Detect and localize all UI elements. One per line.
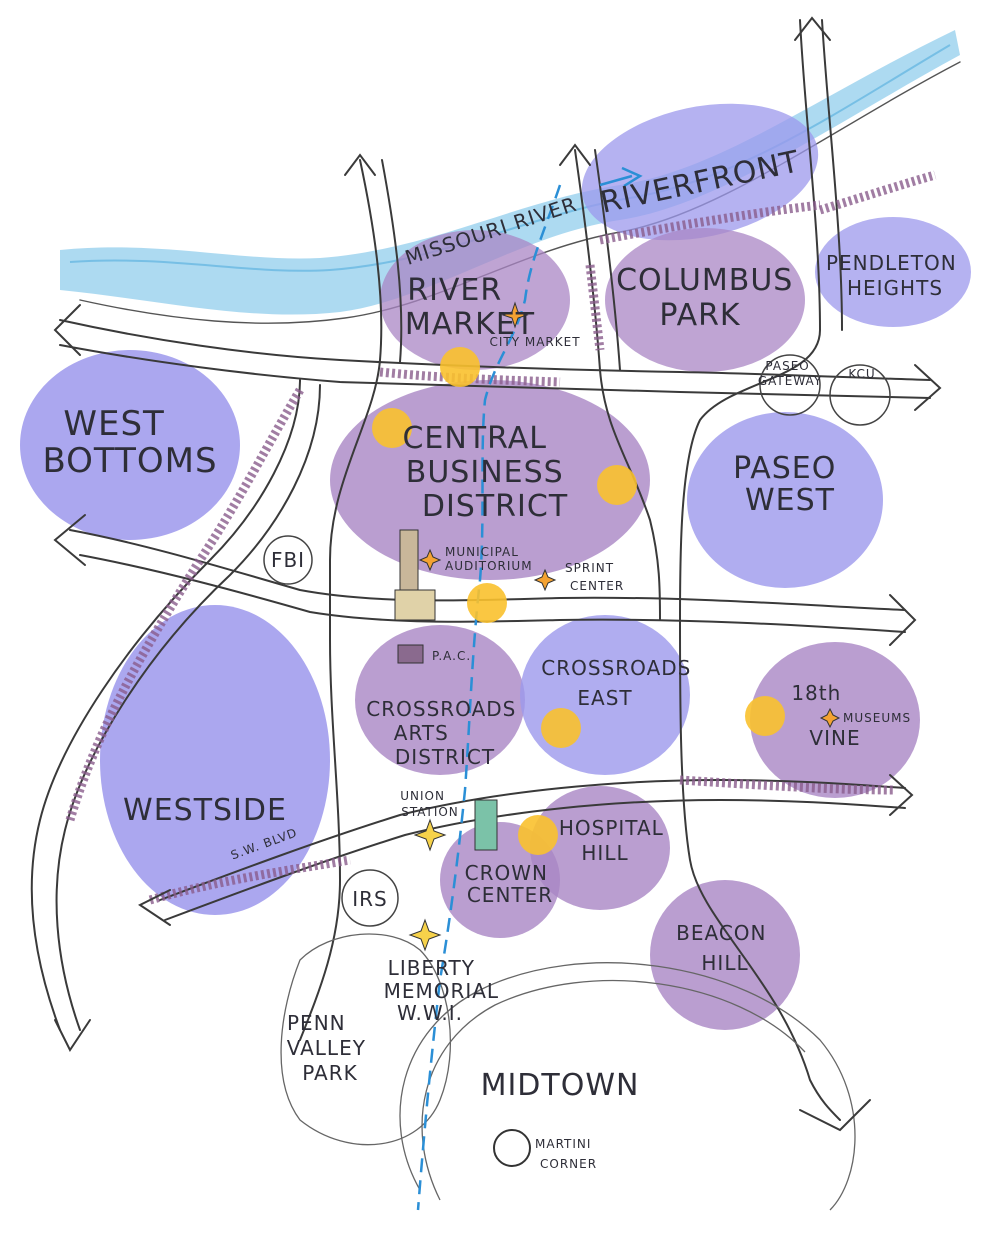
road-arrows (53, 16, 942, 1132)
union-station-block (474, 799, 498, 851)
label-penn-valley-park: PENN VALLEY PARK (287, 1011, 374, 1085)
nodes (372, 347, 785, 855)
node-dot (541, 708, 581, 748)
arrow-icon (621, 166, 643, 188)
label-west-bottoms: WEST BOTTOMS (42, 404, 217, 481)
node-dot (467, 583, 507, 623)
node-dot (518, 815, 558, 855)
label-crossroads-arts: CROSSROADS ARTS DISTRICT (366, 697, 523, 769)
label-sprint-center: SPRINT CENTER (565, 561, 624, 593)
bubble-columbus-park (605, 228, 805, 372)
label-midtown: MIDTOWN (481, 1068, 640, 1103)
label-union-station: UNION STATION (400, 789, 459, 819)
arrow-icon (794, 16, 831, 41)
fbi-circle (263, 535, 313, 585)
circle-landmarks (263, 354, 891, 1167)
label-paseo-west: PASEO WEST (733, 451, 847, 518)
bubble-paseo-west (687, 412, 883, 588)
bubble-riverfront (581, 103, 819, 241)
landmark-labels: CITY MARKET FBI MUNICIPAL AUDITORIUM SPR… (229, 335, 911, 1171)
martini-corner-circle (493, 1129, 531, 1167)
node-dot (745, 696, 785, 736)
pac-block (397, 644, 424, 664)
bubble-westside (100, 605, 330, 915)
label-river-market: RIVER MARKET (405, 273, 535, 342)
label-kcu: KCU (848, 367, 875, 381)
landmark-stars (408, 301, 841, 952)
star-icon (533, 568, 557, 592)
irs-circle (341, 869, 399, 927)
label-fbi: FBI (271, 548, 305, 572)
district-labels: RIVERFRONT RIVER MARKET COLUMBUS PARK PE… (42, 144, 964, 975)
bubble-west-bottoms (20, 350, 240, 540)
label-pac: P.A.C. (432, 649, 471, 663)
label-museums: MUSEUMS (843, 711, 911, 725)
label-pendleton-heights: PENDLETON HEIGHTS (826, 251, 964, 300)
bubble-pendleton-heights (815, 217, 971, 327)
node-dot (440, 347, 480, 387)
sprint-center-block (394, 589, 436, 621)
node-dot (597, 465, 637, 505)
arrow-icon (889, 594, 917, 646)
arrow-icon (138, 889, 171, 926)
arrow-icon (799, 1099, 871, 1132)
star-icon (819, 707, 841, 729)
kcu-circle (829, 364, 891, 426)
arrow-icon (559, 143, 591, 166)
star-icon (408, 918, 442, 952)
rail-lines (65, 170, 937, 905)
arrow-icon (54, 1019, 91, 1052)
star-icon (413, 818, 447, 852)
streetcar-line (416, 166, 643, 1211)
label-irs: IRS (352, 887, 388, 911)
arrow-icon (344, 153, 376, 176)
arrow-icon (53, 514, 86, 566)
label-columbus-park: COLUMBUS PARK (616, 263, 804, 333)
label-liberty-memorial: LIBERTY MEMORIAL W.W.I. (384, 956, 507, 1025)
node-dot (372, 408, 412, 448)
building-footprints (394, 529, 498, 851)
paseo-gateway-circle (759, 354, 821, 416)
arrow-icon (914, 364, 942, 411)
label-municipal-auditorium: MUNICIPAL AUDITORIUM (445, 545, 533, 573)
label-beacon-hill: BEACON HILL (676, 921, 774, 975)
arrow-icon (889, 774, 914, 816)
bubble-river-market (380, 230, 570, 370)
label-westside: WESTSIDE (123, 793, 287, 828)
municipal-auditorium-block (399, 529, 419, 591)
label-18th-vine: 18th VINE (791, 681, 860, 750)
star-icon (418, 548, 442, 572)
arrow-icon (53, 304, 81, 356)
star-icon (501, 301, 529, 329)
label-paseo-gateway: PASEO GATEWAY (758, 359, 822, 388)
label-martini-corner: MARTINI CORNER (535, 1137, 597, 1171)
label-city-market: CITY MARKET (489, 335, 580, 349)
label-cbd: CENTRAL BUSINESS DISTRICT (402, 421, 574, 524)
river-band (60, 30, 960, 315)
label-crown-center: CROWN CENTER (465, 861, 556, 907)
label-hospital-hill: HOSPITAL HILL (559, 816, 671, 865)
bubble-beacon-hill (650, 880, 800, 1030)
label-crossroads-east: CROSSROADS EAST (541, 656, 698, 710)
road-network (30, 19, 931, 1211)
bubble-hospital-hill (530, 786, 670, 910)
